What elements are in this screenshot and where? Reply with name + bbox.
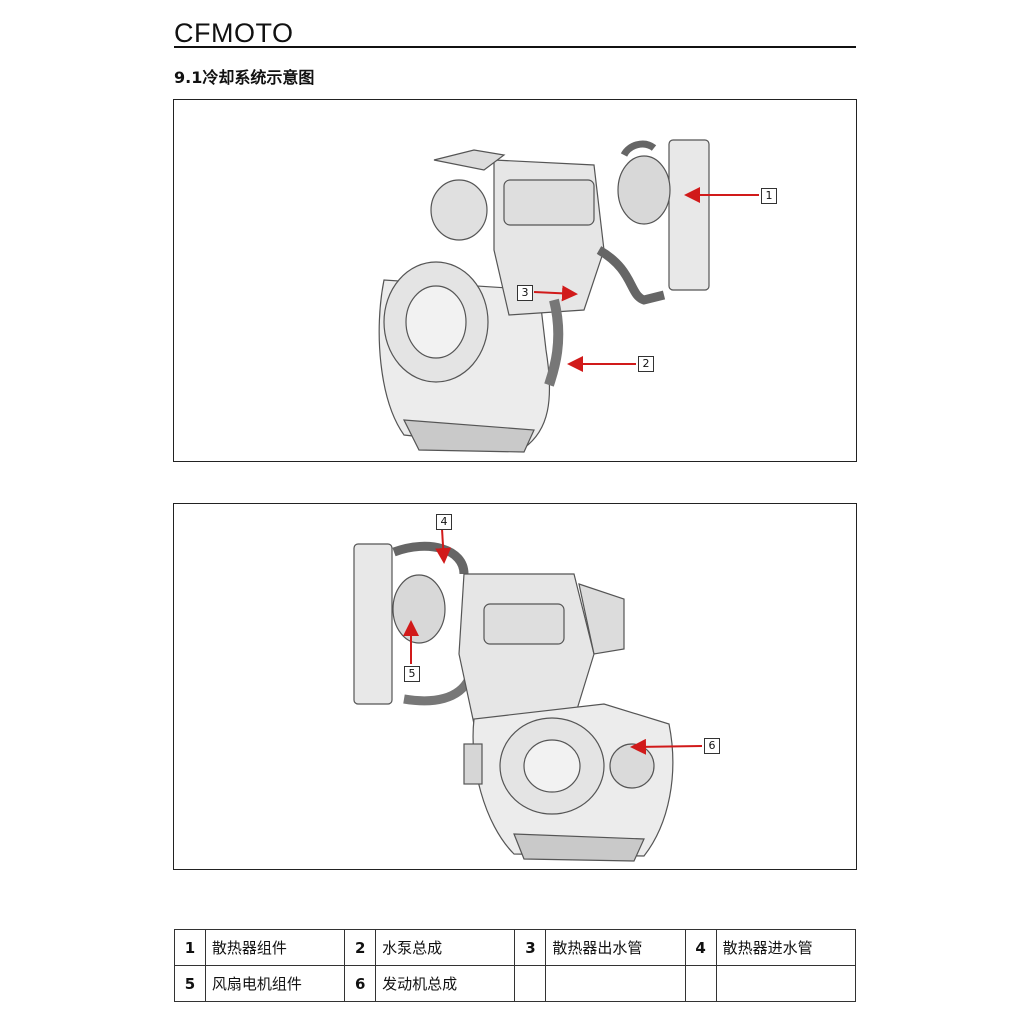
callout-3: 3 [517, 285, 533, 301]
legend-num: 6 [344, 965, 377, 1002]
callout-1: 1 [761, 188, 777, 204]
legend-name [545, 965, 686, 1002]
legend-name: 水泵总成 [375, 929, 516, 966]
legend-num: 1 [174, 929, 206, 966]
legend-num: 2 [344, 929, 377, 966]
figure-engine-right-view: 1 3 2 [173, 99, 857, 462]
legend-row: 1 散热器组件 2 水泵总成 3 散热器出水管 4 散热器进水管 [174, 929, 857, 966]
legend-num: 4 [684, 929, 717, 966]
callout-2: 2 [638, 356, 654, 372]
legend-num: 5 [174, 965, 206, 1002]
legend-num: 3 [514, 929, 547, 966]
callout-6: 6 [704, 738, 720, 754]
brand-logo: CFMOTO [174, 18, 294, 48]
legend-name: 散热器出水管 [545, 929, 686, 966]
callout-5: 5 [404, 666, 420, 682]
figure-engine-left-view: 4 5 6 [173, 503, 857, 870]
section-title: 9.1冷却系统示意图 [174, 68, 315, 87]
engine-left-illustration [353, 528, 703, 862]
legend-name: 风扇电机组件 [204, 965, 346, 1002]
legend-name: 散热器组件 [204, 929, 346, 966]
callout-4: 4 [436, 514, 452, 530]
legend-name [715, 965, 857, 1002]
legend-name: 发动机总成 [375, 965, 516, 1002]
legend-name: 散热器进水管 [715, 929, 857, 966]
header-rule [174, 46, 856, 48]
engine-right-illustration [378, 139, 759, 453]
legend-num [514, 965, 547, 1002]
legend-row: 5 风扇电机组件 6 发动机总成 [174, 965, 857, 1002]
parts-legend-table: 1 散热器组件 2 水泵总成 3 散热器出水管 4 散热器进水管 5 风扇电机组… [174, 929, 857, 1002]
legend-num [684, 965, 717, 1002]
